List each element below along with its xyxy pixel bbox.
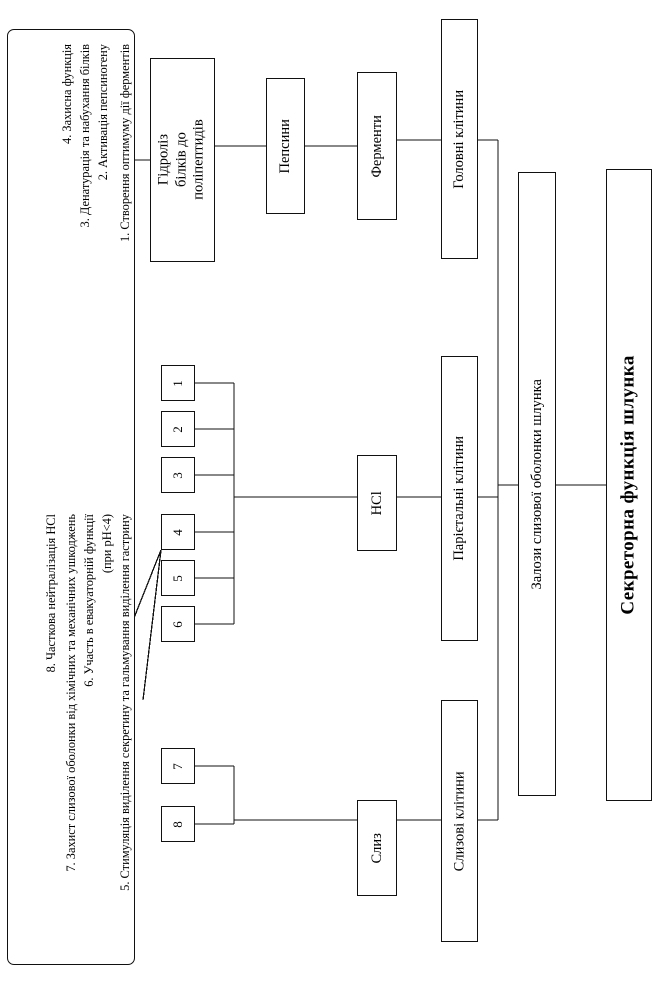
number-label-1: 1 — [169, 379, 185, 387]
number-box-8: 8 — [161, 806, 195, 842]
secretion-box-hcl: HCl — [357, 455, 397, 551]
number-label-2: 2 — [169, 425, 185, 433]
legend-item-5: 5. Стимуляція виділення секретину та гал… — [118, 514, 132, 891]
cell-label-chief: Головні клітини — [451, 89, 468, 189]
cell-label-mucous: Слизові клітини — [451, 770, 468, 871]
number-label-3: 3 — [169, 471, 185, 479]
legend-item-2: 2. Активація пепсиногену — [96, 44, 110, 181]
number-box-5: 5 — [161, 560, 195, 596]
hydrolysis-box: Гідроліз білків до поліпептидів — [150, 58, 215, 262]
legend-item-1: 1. Створення оптимуму дії ферментів — [118, 44, 132, 243]
legend-item-4: 4. Захисна функція — [60, 44, 74, 144]
legend-item-5-note: (при pH<4) — [100, 514, 114, 574]
cell-label-parietal: Парієтальні клітини — [451, 436, 468, 561]
secretion-label-ferments: Ферменти — [368, 114, 385, 178]
number-box-2: 2 — [161, 411, 195, 447]
hydrolysis-line-2: поліпептидів — [191, 119, 208, 201]
secretion-label-mucus: Слиз — [368, 832, 385, 864]
legend-item-6: 6. Участь в евакуаторній функції — [82, 514, 96, 687]
cell-box-chief: Головні клітини — [441, 19, 478, 259]
glands-box: Залози слизової оболонки шлунка — [518, 172, 556, 796]
secretion-box-mucus: Слиз — [357, 800, 397, 896]
number-box-4: 4 — [161, 514, 195, 550]
secretion-label-hcl: HCl — [368, 490, 385, 516]
number-label-6: 6 — [169, 620, 185, 628]
cell-box-parietal: Парієтальні клітини — [441, 356, 478, 641]
legend-item-3: 3. Денатурація та набухання білків — [78, 44, 92, 228]
glands-label: Залози слизової оболонки шлунка — [528, 378, 545, 590]
legend-panel: 1. Створення оптимуму дії ферментів 2. А… — [7, 29, 135, 965]
number-box-3: 3 — [161, 457, 195, 493]
legend-item-8: 8. Часткова нейтралізація HCl — [44, 514, 58, 673]
number-label-7: 7 — [169, 762, 185, 770]
hydrolysis-line-1: Гідроліз білків до — [155, 132, 190, 188]
number-box-7: 7 — [161, 748, 195, 784]
pepsins-box: Пепсини — [266, 78, 305, 214]
main-title-box: Секреторна функція шлунка — [606, 169, 652, 801]
number-label-8: 8 — [169, 820, 185, 828]
page-title: Секреторна функція шлунка — [618, 355, 640, 615]
secretion-box-ferments: Ферменти — [357, 72, 397, 220]
number-box-1: 1 — [161, 365, 195, 401]
number-label-4: 4 — [169, 528, 185, 536]
pepsins-label: Пепсини — [277, 118, 294, 174]
number-label-5: 5 — [169, 574, 185, 582]
cell-box-mucous: Слизові клітини — [441, 700, 478, 942]
legend-item-7: 7. Захист слизової оболонки від хімічних… — [64, 514, 78, 872]
number-box-6: 6 — [161, 606, 195, 642]
hydrolysis-label: Гідроліз білків до поліпептидів — [156, 120, 209, 200]
